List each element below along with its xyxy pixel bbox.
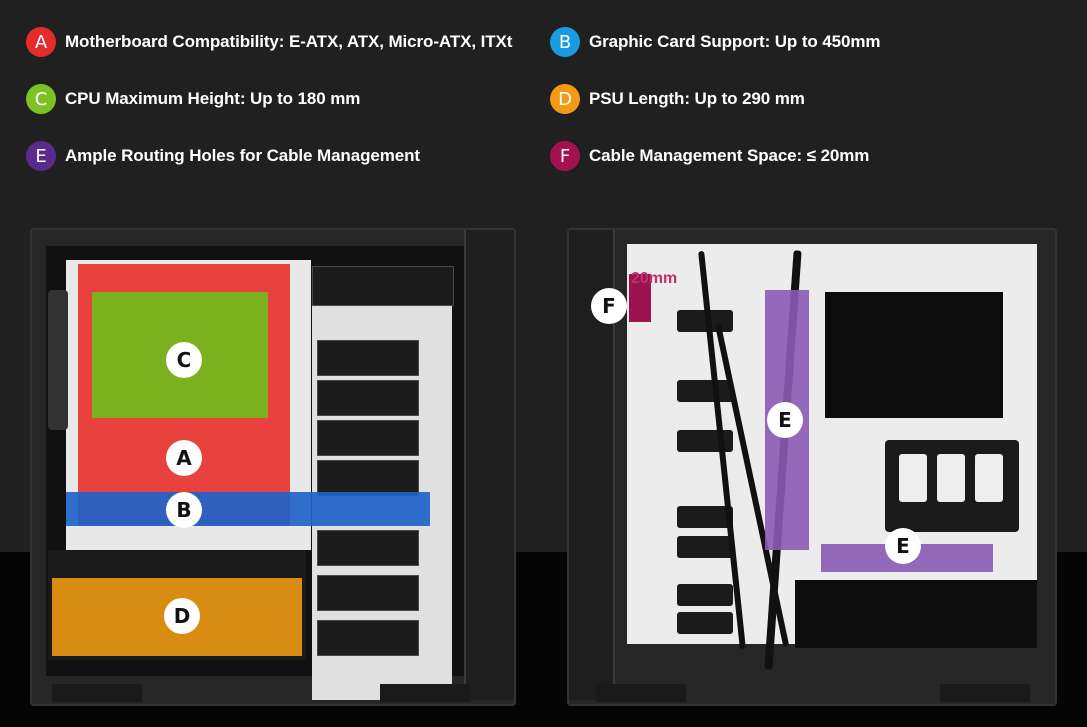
gpu-zone [66,492,430,526]
marker-e-bottom: E [885,528,921,564]
bracket-slot [899,454,927,502]
spec-list: A Motherboard Compatibility: E-ATX, ATX,… [0,0,1087,200]
badge-b: B [550,27,580,57]
cable-space-zone [629,274,651,322]
drive-bay [317,575,419,611]
psu-shroud [795,580,1037,648]
bracket-slot [975,454,1003,502]
cpu-cutout [825,292,1003,418]
front-panel [464,230,514,700]
cable-space-label: 20mm [631,270,678,287]
optical-bay [312,266,454,306]
marker-f: F [591,288,627,324]
badge-d: D [550,84,580,114]
badge-c: C [26,84,56,114]
badge-a: A [26,27,56,57]
bracket-slot [937,454,965,502]
spec-cable-space: F Cable Management Space: ≤ 20mm [550,140,869,172]
drive-bay [317,530,419,566]
marker-d: D [164,598,200,634]
drive-bay [317,460,419,496]
case-foot [940,684,1030,702]
marker-c: C [166,342,202,378]
marker-a: A [166,440,202,476]
badge-f: F [550,141,580,171]
spec-text-motherboard: Motherboard Compatibility: E-ATX, ATX, M… [65,32,513,51]
case-foot [380,684,470,702]
drive-bay [317,620,419,656]
drive-bay [317,380,419,416]
spec-text-routing-holes: Ample Routing Holes for Cable Management [65,146,420,165]
spec-text-cable-space: Cable Management Space: ≤ 20mm [589,146,870,165]
case-cable-side-image: 20mm F E E [567,228,1057,706]
spec-text-graphics-card: Graphic Card Support: Up to 450mm [589,32,881,51]
case-main-chamber-image: C A B D [30,228,516,706]
spec-cpu-height: C CPU Maximum Height: Up to 180 mm [26,83,360,115]
marker-b: B [166,492,202,528]
spec-psu-length: D PSU Length: Up to 290 mm [550,83,805,115]
spec-routing-holes: E Ample Routing Holes for Cable Manageme… [26,140,420,172]
routing-hole [677,506,733,528]
routing-hole [677,612,733,634]
rear-fan [48,290,68,430]
routing-hole [677,380,733,402]
badge-e: E [26,141,56,171]
spec-text-psu-length: PSU Length: Up to 290 mm [589,89,805,108]
drive-bay [317,420,419,456]
spec-text-cpu-height: CPU Maximum Height: Up to 180 mm [65,89,361,108]
case-foot [596,684,686,702]
spec-graphics-card: B Graphic Card Support: Up to 450mm [550,26,881,58]
routing-hole [677,536,733,558]
marker-e-vertical: E [767,402,803,438]
spec-motherboard: A Motherboard Compatibility: E-ATX, ATX,… [26,26,512,58]
case-foot [52,684,142,702]
routing-hole [677,584,733,606]
drive-bay [317,340,419,376]
